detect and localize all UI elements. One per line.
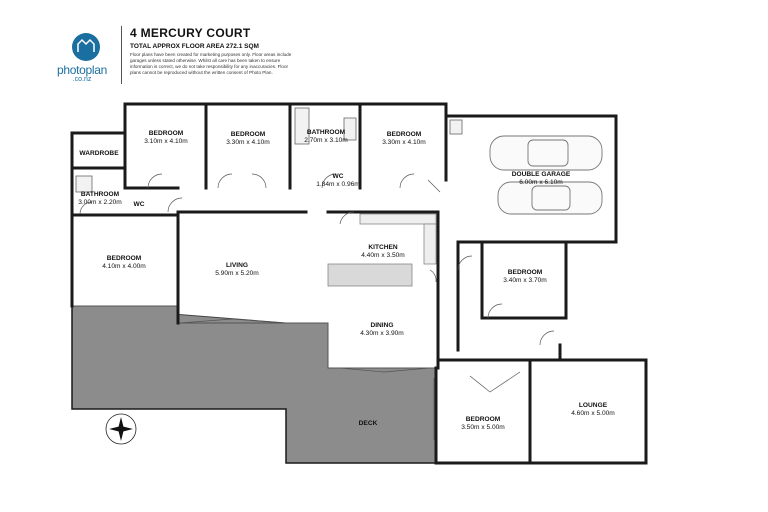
room-label-deck: DECK <box>358 420 378 427</box>
kitchen-side-bench <box>423 223 437 265</box>
address-title: 4 MERCURY COURT <box>130 26 251 40</box>
logo: photoplan .co.nz <box>52 64 112 84</box>
door-swings <box>79 173 555 393</box>
sliding-doors <box>130 305 435 440</box>
kitchen-island <box>327 263 413 287</box>
logo-name: photoplan <box>56 63 108 77</box>
logo-domain: .co.nz <box>72 76 92 83</box>
photoplan-logo-icon <box>72 33 100 61</box>
floor-area: TOTAL APPROX FLOOR AREA 272.1 SQM <box>130 43 259 50</box>
kitchen-bench <box>359 213 437 225</box>
header-divider <box>121 26 122 84</box>
walls <box>70 102 648 465</box>
bathtub <box>294 107 310 145</box>
shower <box>75 175 93 193</box>
garage-cars <box>489 135 603 215</box>
laundry-tub <box>449 119 463 135</box>
vanity <box>343 117 357 141</box>
compass-icon <box>105 413 137 445</box>
room-label-wc2: WC <box>133 201 145 208</box>
header: 4 MERCURY COURT TOTAL APPROX FLOOR AREA … <box>130 26 300 76</box>
disclaimer: Floor plans have been created for market… <box>130 52 292 75</box>
room-label-wardrobe: WARDROBE <box>79 150 119 157</box>
